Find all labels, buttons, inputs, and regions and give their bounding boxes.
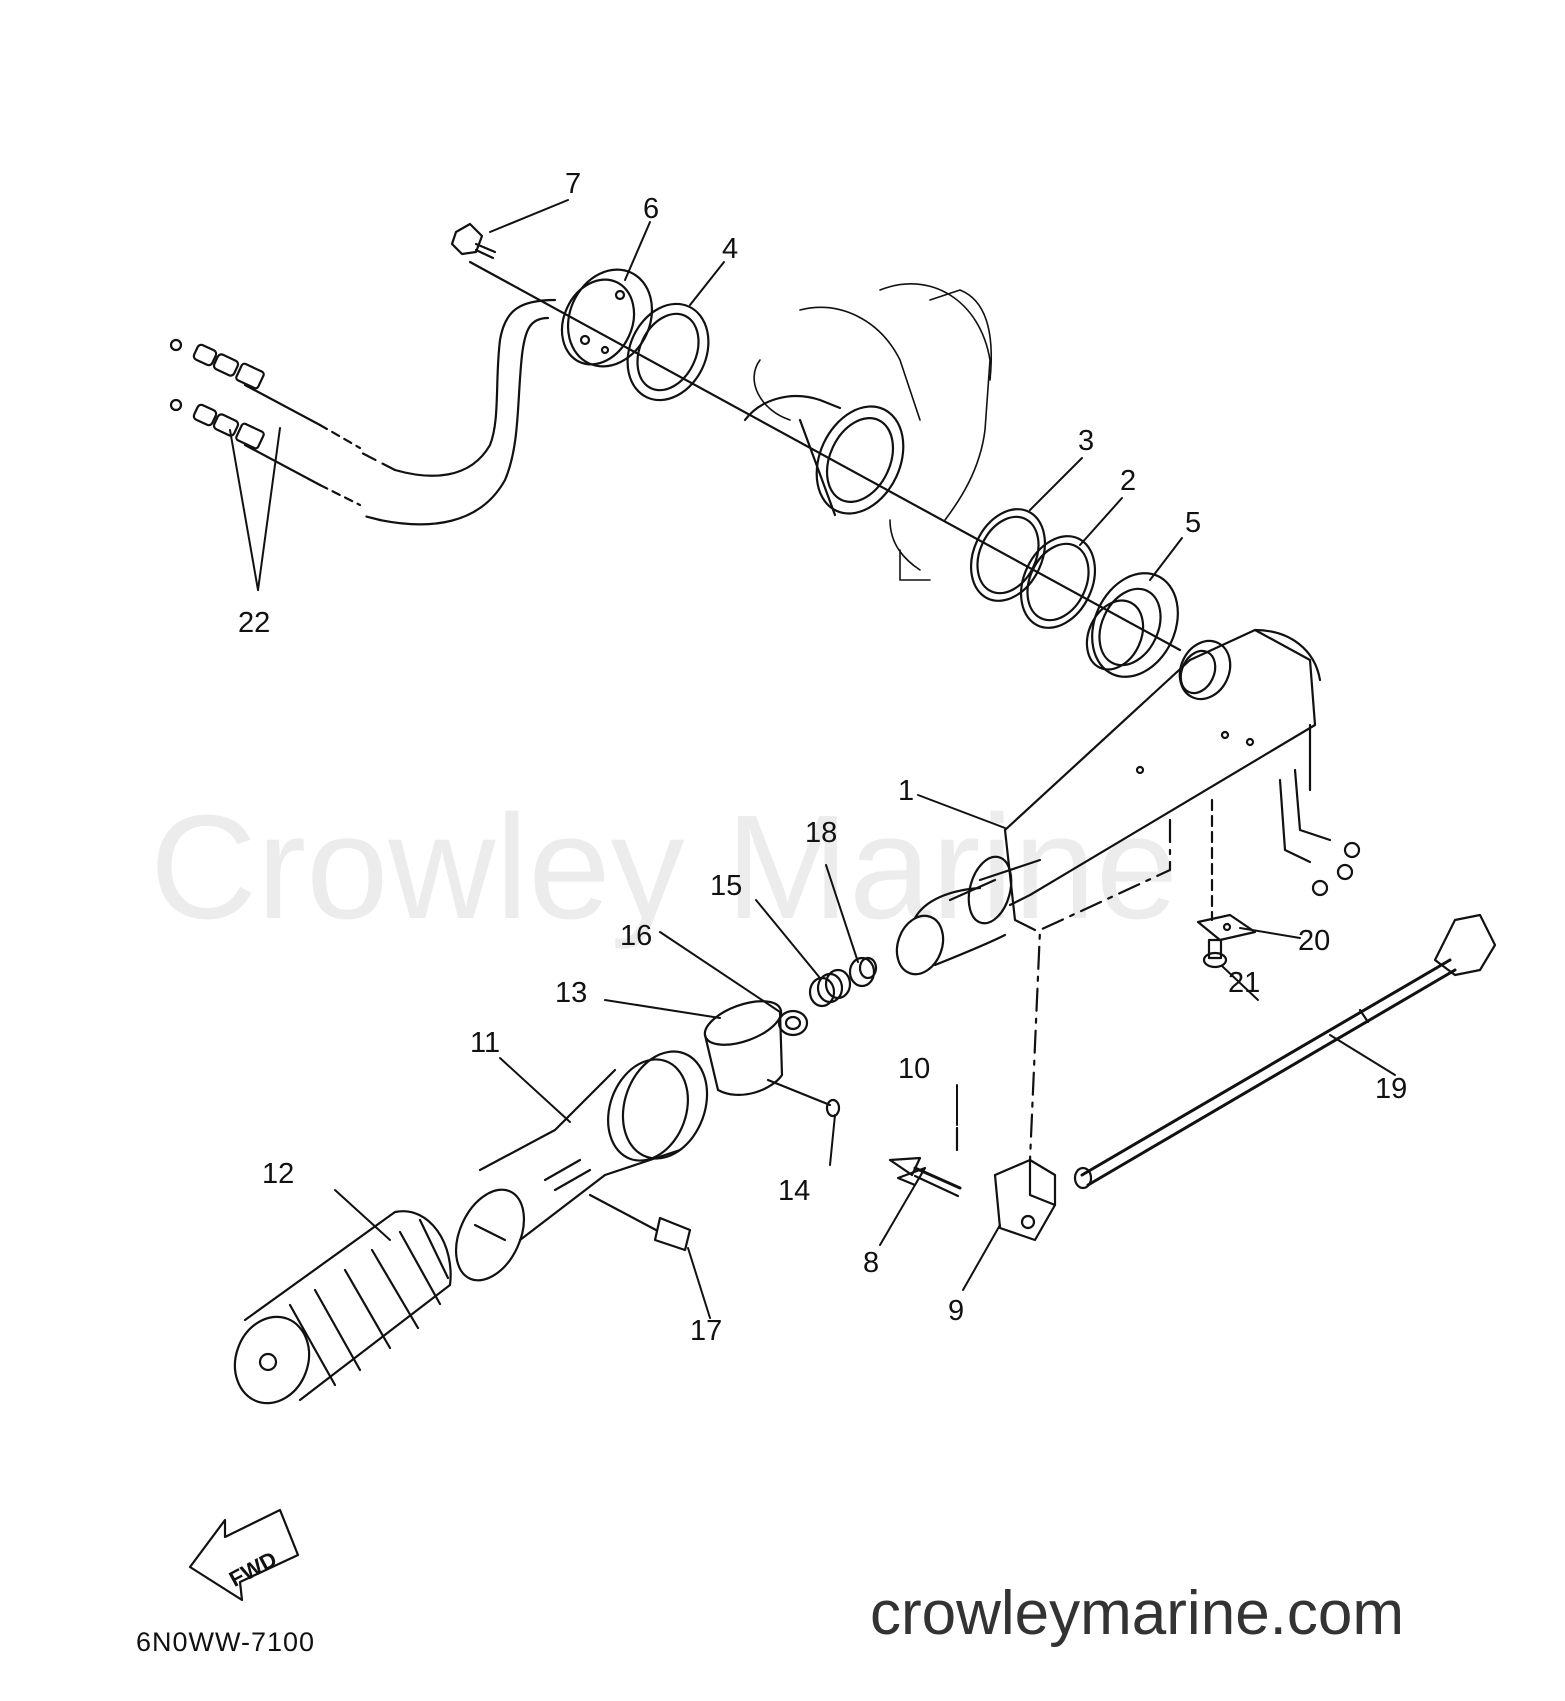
callout-6: 6 bbox=[643, 193, 659, 225]
callout-16: 16 bbox=[620, 920, 652, 952]
callout-labels: 1 2 3 4 5 6 7 8 9 10 11 12 13 14 15 16 1… bbox=[238, 168, 1407, 1347]
part-7-bolt bbox=[450, 222, 497, 260]
part-18-spring bbox=[848, 956, 878, 988]
callout-22: 22 bbox=[238, 607, 270, 639]
callout-20: 20 bbox=[1298, 925, 1330, 957]
fwd-arrow-icon bbox=[188, 1508, 300, 1602]
callout-13: 13 bbox=[555, 977, 587, 1009]
part-21-screw bbox=[1202, 938, 1228, 969]
callout-18: 18 bbox=[805, 817, 837, 849]
callout-4: 4 bbox=[722, 233, 738, 265]
part-12-grip bbox=[233, 1210, 452, 1405]
engine-outline bbox=[753, 283, 993, 581]
callout-9: 9 bbox=[948, 1295, 964, 1327]
part-13-collar bbox=[703, 1000, 784, 1096]
callout-7: 7 bbox=[565, 168, 581, 200]
part-4-washer bbox=[626, 302, 710, 402]
part-20-plate bbox=[1196, 798, 1257, 942]
steering-bracket bbox=[743, 395, 905, 517]
assembly-axis-line bbox=[468, 260, 1182, 652]
callout-21: 21 bbox=[1228, 967, 1260, 999]
throttle-cable bbox=[169, 298, 557, 526]
part-15-spring bbox=[808, 968, 852, 1008]
callout-3: 3 bbox=[1078, 425, 1094, 457]
callout-8: 8 bbox=[863, 1247, 879, 1279]
callout-15: 15 bbox=[710, 870, 742, 902]
part-8-wing-bolt bbox=[888, 1156, 962, 1198]
callout-14: 14 bbox=[778, 1175, 810, 1207]
part-1-handle-arm bbox=[895, 628, 1361, 976]
callout-2: 2 bbox=[1120, 465, 1136, 497]
fwd-label: FWD bbox=[225, 1546, 281, 1592]
callout-17: 17 bbox=[690, 1315, 722, 1347]
diagram-code: 6N0WW-7100 bbox=[136, 1627, 315, 1657]
part-6-plate bbox=[560, 268, 654, 368]
part-9-clamp bbox=[993, 1158, 1057, 1242]
leader-lines bbox=[229, 199, 1396, 1319]
callout-1: 1 bbox=[898, 775, 914, 807]
website-text: crowleymarine.com bbox=[870, 1579, 1404, 1648]
part-16-washer bbox=[777, 1009, 809, 1037]
part-2-washer bbox=[1020, 535, 1096, 629]
callout-11: 11 bbox=[470, 1027, 500, 1059]
link-line-1-9 bbox=[1028, 818, 1172, 1162]
callout-5: 5 bbox=[1185, 507, 1201, 539]
callout-19: 19 bbox=[1375, 1073, 1407, 1105]
part-14-pin bbox=[766, 1078, 841, 1118]
part-5-bushing bbox=[1085, 572, 1179, 678]
part-11-grip-core bbox=[454, 1050, 709, 1282]
callout-12: 12 bbox=[262, 1158, 294, 1190]
callout-10: 10 bbox=[898, 1053, 930, 1085]
part-19-rod bbox=[1073, 913, 1497, 1190]
watermark-text: Crowley Marine bbox=[150, 785, 1178, 950]
part-17-screw bbox=[588, 1193, 692, 1252]
